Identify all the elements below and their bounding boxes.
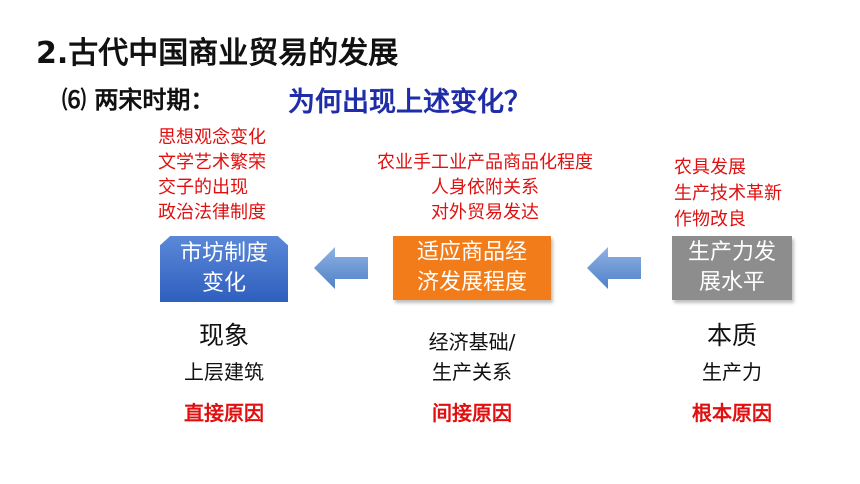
box-line: 市坊制度 (179, 241, 268, 266)
commodity-economy-box: 适应商品经 济发展程度 (393, 236, 551, 300)
middle-factor-item: 农业手工业产品商品化程度 (377, 152, 593, 173)
productivity-label: 生产力 (702, 360, 762, 384)
question-text: 为何出现上述变化？ (288, 87, 531, 118)
production-relations-label: 生产关系 (432, 360, 512, 384)
box-line: 变化 (201, 271, 246, 296)
box-line: 展水平 (698, 270, 765, 295)
right-factor-item: 作物改良 (674, 209, 746, 230)
right-factor-item: 生产技术革新 (674, 183, 782, 204)
left-factor-item: 政治法律制度 (158, 202, 266, 223)
productivity-box: 生产力发 展水平 (672, 236, 792, 300)
left-arrow-icon (587, 247, 641, 289)
economic-base-label: 经济基础/ (428, 330, 516, 354)
page-title: 2.古代中国商业贸易的发展 (36, 36, 399, 71)
indirect-cause-label: 间接原因 (432, 401, 512, 425)
box-line: 生产力发 (687, 240, 776, 265)
left-arrow-icon (314, 247, 368, 289)
left-factor-item: 交子的出现 (158, 177, 248, 198)
fundamental-cause-label: 根本原因 (692, 401, 772, 425)
left-factor-list: 思想观念变化 文学艺术繁荣 交子的出现 政治法律制度 (158, 125, 266, 225)
left-factor-item: 文学艺术繁荣 (158, 152, 266, 173)
right-factor-list: 农具发展 生产技术革新 作物改良 (674, 155, 782, 233)
middle-factor-item: 人身依附关系 (431, 177, 539, 198)
middle-factor-item: 对外贸易发达 (431, 202, 539, 223)
market-system-box: 市坊制度 变化 (160, 236, 288, 302)
box-line: 适应商品经 (416, 240, 527, 265)
right-factor-item: 农具发展 (674, 157, 746, 178)
middle-factor-list: 农业手工业产品商品化程度 人身依附关系 对外贸易发达 (350, 150, 620, 225)
superstructure-label: 上层建筑 (184, 360, 264, 384)
section-subtitle: ⑹ 两宋时期： (62, 86, 215, 114)
left-factor-item: 思想观念变化 (158, 127, 266, 148)
direct-cause-label: 直接原因 (184, 401, 264, 425)
essence-label: 本质 (706, 321, 757, 350)
box-line: 济发展程度 (416, 270, 527, 295)
phenomenon-label: 现象 (198, 321, 249, 350)
